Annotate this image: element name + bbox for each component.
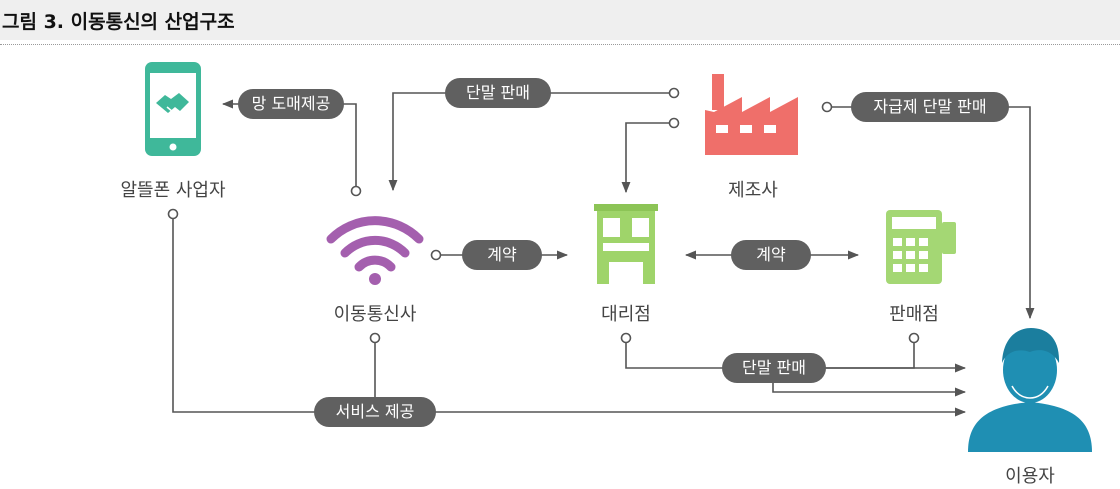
edge-device-sales-to-mno	[388, 92, 670, 192]
pill-device-sales-top: 단말 판매	[445, 78, 551, 108]
anchor-dot	[668, 87, 680, 99]
figure-title: 그림 3. 이동통신의 산업구조	[2, 11, 235, 33]
label-mno: 이동통신사	[333, 304, 417, 325]
label-agency: 대리점	[601, 304, 651, 325]
smartphone-handshake-icon	[145, 62, 201, 156]
label-retailer: 판매점	[889, 304, 939, 325]
building-icon	[594, 204, 658, 284]
pill-service: 서비스 제공	[314, 397, 436, 427]
header-divider	[0, 44, 1120, 45]
anchor-dot	[821, 101, 833, 113]
pill-contract-mno-agency: 계약	[462, 240, 542, 270]
edge-manufacturer-to-agency	[621, 122, 670, 194]
figure-header: 그림 3. 이동통신의 산업구조	[0, 0, 1120, 40]
anchor-dot	[908, 332, 920, 344]
anchor-dot	[430, 249, 442, 261]
card-terminal-icon	[886, 210, 956, 284]
wifi-icon-dot	[369, 273, 381, 285]
anchor-dot	[350, 185, 362, 197]
wifi-icon	[326, 216, 424, 272]
anchor-dot	[620, 332, 632, 344]
label-mvno: 알뜰폰 사업자	[120, 180, 226, 201]
pill-unlocked-sales: 자급제 단말 판매	[851, 92, 1009, 122]
anchor-dot	[369, 332, 381, 344]
factory-icon	[705, 74, 798, 155]
anchor-dot	[167, 208, 179, 220]
label-user: 이용자	[1005, 466, 1055, 487]
user-icon	[968, 328, 1092, 452]
pill-device-sales-bottom: 단말 판매	[722, 353, 826, 383]
pill-wholesale: 망 도매제공	[238, 89, 344, 119]
anchor-dot	[668, 117, 680, 129]
pill-contract-agency-retailer: 계약	[731, 240, 811, 270]
label-manufacturer: 제조사	[728, 180, 778, 201]
edge-service-to-user	[172, 218, 967, 417]
